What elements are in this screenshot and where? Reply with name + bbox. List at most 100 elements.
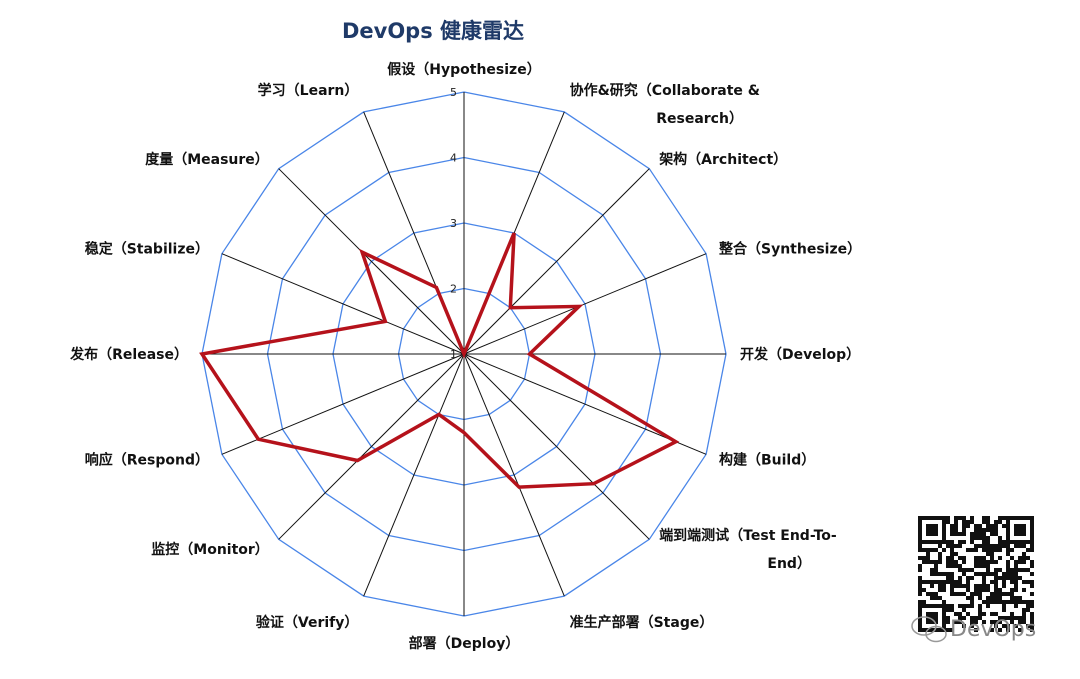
qr-module xyxy=(990,628,994,632)
qr-module xyxy=(1006,528,1010,532)
qr-module xyxy=(958,544,962,548)
qr-module xyxy=(918,608,922,612)
qr-module xyxy=(978,592,982,596)
qr-module xyxy=(974,564,978,568)
qr-module xyxy=(1006,616,1010,620)
qr-module xyxy=(1010,612,1014,616)
watermark-text: DevOps xyxy=(950,617,1036,642)
qr-module xyxy=(942,572,946,576)
qr-module xyxy=(946,628,950,632)
qr-module xyxy=(930,528,934,532)
qr-module xyxy=(974,628,978,632)
radar-series xyxy=(199,232,680,489)
qr-module xyxy=(954,620,958,624)
qr-module xyxy=(962,520,966,524)
qr-module xyxy=(942,584,946,588)
qr-module xyxy=(1014,544,1018,548)
qr-module xyxy=(982,580,986,584)
qr-module xyxy=(1010,592,1014,596)
qr-module xyxy=(990,548,994,552)
qr-module xyxy=(954,580,958,584)
qr-module xyxy=(1030,516,1034,520)
qr-module xyxy=(998,596,1002,600)
qr-module xyxy=(1006,552,1010,556)
qr-module xyxy=(918,556,922,560)
axis-label: 构建（Build） xyxy=(719,452,815,469)
qr-module xyxy=(1022,552,1026,556)
qr-module xyxy=(930,580,934,584)
qr-module xyxy=(950,584,954,588)
qr-module xyxy=(938,584,942,588)
axis-label: 假设（Hypothesize） xyxy=(387,61,540,78)
qr-module xyxy=(978,596,982,600)
qr-module xyxy=(994,568,998,572)
qr-module xyxy=(986,604,990,608)
qr-module xyxy=(1014,528,1018,532)
qr-module xyxy=(954,528,958,532)
qr-module xyxy=(1030,520,1034,524)
qr-module xyxy=(954,592,958,596)
qr-module xyxy=(998,616,1002,620)
qr-module xyxy=(982,584,986,588)
qr-module xyxy=(926,540,930,544)
tick-label: 2 xyxy=(450,283,457,296)
qr-module xyxy=(1002,540,1006,544)
qr-module xyxy=(974,620,978,624)
qr-module xyxy=(994,588,998,592)
qr-module xyxy=(1018,544,1022,548)
qr-module xyxy=(966,588,970,592)
qr-module xyxy=(958,532,962,536)
qr-module xyxy=(1022,528,1026,532)
qr-module xyxy=(962,524,966,528)
qr-module xyxy=(934,524,938,528)
tick-label: 5 xyxy=(450,86,457,99)
qr-module xyxy=(1014,600,1018,604)
qr-module xyxy=(1022,560,1026,564)
qr-module xyxy=(970,516,974,520)
qr-module xyxy=(1014,572,1018,576)
qr-module xyxy=(954,516,958,520)
qr-module xyxy=(970,576,974,580)
watermark: DevOps xyxy=(911,616,1036,643)
qr-module xyxy=(1026,556,1030,560)
qr-module xyxy=(978,536,982,540)
qr-module xyxy=(926,612,930,616)
qr-module xyxy=(934,628,938,632)
qr-module xyxy=(958,516,962,520)
qr-module xyxy=(1010,616,1014,620)
qr-module xyxy=(994,584,998,588)
radar-spoke xyxy=(463,253,707,355)
qr-module xyxy=(918,544,922,548)
qr-module xyxy=(1014,524,1018,528)
chart-title: DevOps 健康雷达 xyxy=(342,19,524,43)
qr-module xyxy=(922,628,926,632)
qr-module xyxy=(1030,616,1034,620)
qr-module xyxy=(1022,612,1026,616)
qr-module xyxy=(962,532,966,536)
axis-label: 开发（Develop） xyxy=(740,346,860,363)
qr-module xyxy=(950,524,954,528)
qr-module xyxy=(990,580,994,584)
qr-module xyxy=(978,608,982,612)
qr-module xyxy=(918,604,922,608)
qr-module xyxy=(1018,600,1022,604)
qr-module xyxy=(974,532,978,536)
tick-label: 3 xyxy=(450,217,457,230)
qr-module xyxy=(990,524,994,528)
qr-module xyxy=(982,536,986,540)
qr-module xyxy=(1010,540,1014,544)
qr-module xyxy=(946,616,950,620)
qr-module xyxy=(1014,596,1018,600)
qr-module xyxy=(1010,576,1014,580)
qr-module xyxy=(998,620,1002,624)
qr-module xyxy=(986,584,990,588)
qr-module xyxy=(986,600,990,604)
qr-module xyxy=(930,568,934,572)
qr-module xyxy=(934,596,938,600)
qr-module xyxy=(1014,604,1018,608)
qr-module xyxy=(990,532,994,536)
qr-module xyxy=(1006,544,1010,548)
qr-module xyxy=(994,580,998,584)
qr-module xyxy=(982,560,986,564)
qr-module xyxy=(918,592,922,596)
